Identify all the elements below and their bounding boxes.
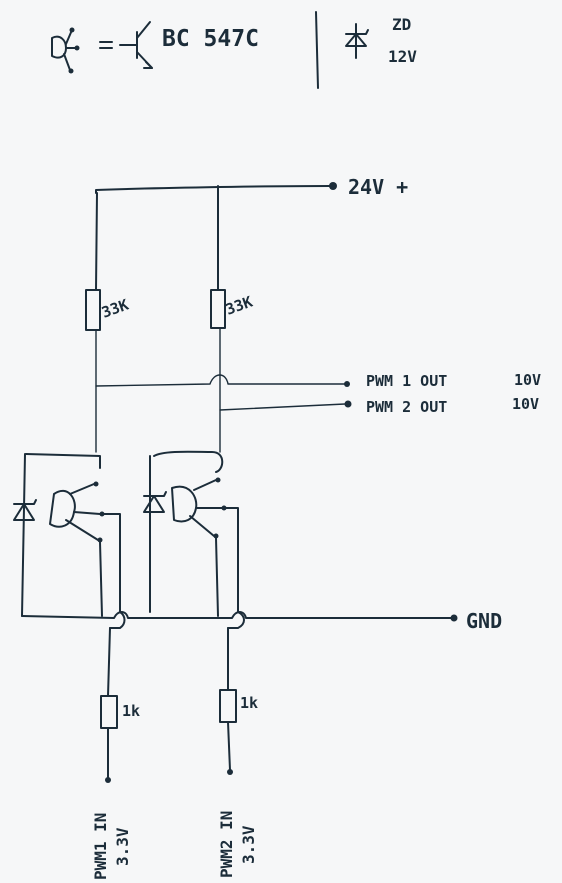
legend-equals-icon (99, 41, 113, 49)
supply-label: 24V + (348, 175, 408, 199)
resistor-r2 (210, 289, 226, 329)
supply-rail (95, 182, 337, 291)
stage2-circuit (143, 450, 245, 629)
transistor-1-icon (49, 489, 76, 528)
pwm2-out-terminal-icon (344, 400, 352, 408)
resistor-r3 (100, 695, 118, 729)
resistor-r1-label: 33K (99, 296, 131, 322)
supply-terminal-icon (329, 182, 337, 190)
gnd-label: GND (466, 609, 502, 633)
pwm-output-wires (95, 327, 352, 453)
legend-npn-transistor-icon (119, 21, 153, 69)
resistor-r3-label: 1k (122, 702, 140, 720)
pwm2-out-voltage: 10V (512, 395, 539, 413)
zener-diode-2-icon (143, 495, 165, 513)
pwm1-out-voltage: 10V (514, 371, 541, 389)
stage1-circuit (13, 453, 126, 629)
pwm1-in-terminal-icon (105, 777, 111, 783)
pwm2-in-terminal-icon (227, 769, 233, 775)
resistor-r2-label: 33K (223, 293, 255, 319)
resistor-r4-label: 1k (240, 694, 258, 712)
legend-transistor-pinout-icon (51, 27, 80, 74)
legend-zener-diode-icon (345, 23, 369, 59)
transistor-2-icon (171, 485, 198, 523)
legend-transistor-model: BC 547C (162, 26, 259, 52)
pwm1-in-label: PWM1 IN (91, 813, 110, 880)
resistor-r4 (219, 689, 237, 723)
pwm2-out-label: PWM 2 OUT (366, 398, 447, 416)
pwm1-out-label: PWM 1 OUT (366, 372, 447, 390)
pwm2-in-voltage: 3.3V (239, 825, 258, 864)
input-wires (105, 627, 233, 783)
zener-diode-1-icon (13, 503, 35, 521)
gnd-rail (21, 611, 458, 622)
gnd-terminal-icon (450, 614, 458, 622)
legend-divider (315, 11, 319, 89)
resistor-r1 (85, 289, 101, 331)
pwm2-in-label: PWM2 IN (217, 811, 236, 878)
legend-zener-line1: ZD (392, 15, 411, 34)
pwm1-out-terminal-icon (344, 381, 350, 387)
pwm1-in-voltage: 3.3V (113, 827, 132, 866)
legend-zener-line2: 12V (388, 47, 417, 66)
